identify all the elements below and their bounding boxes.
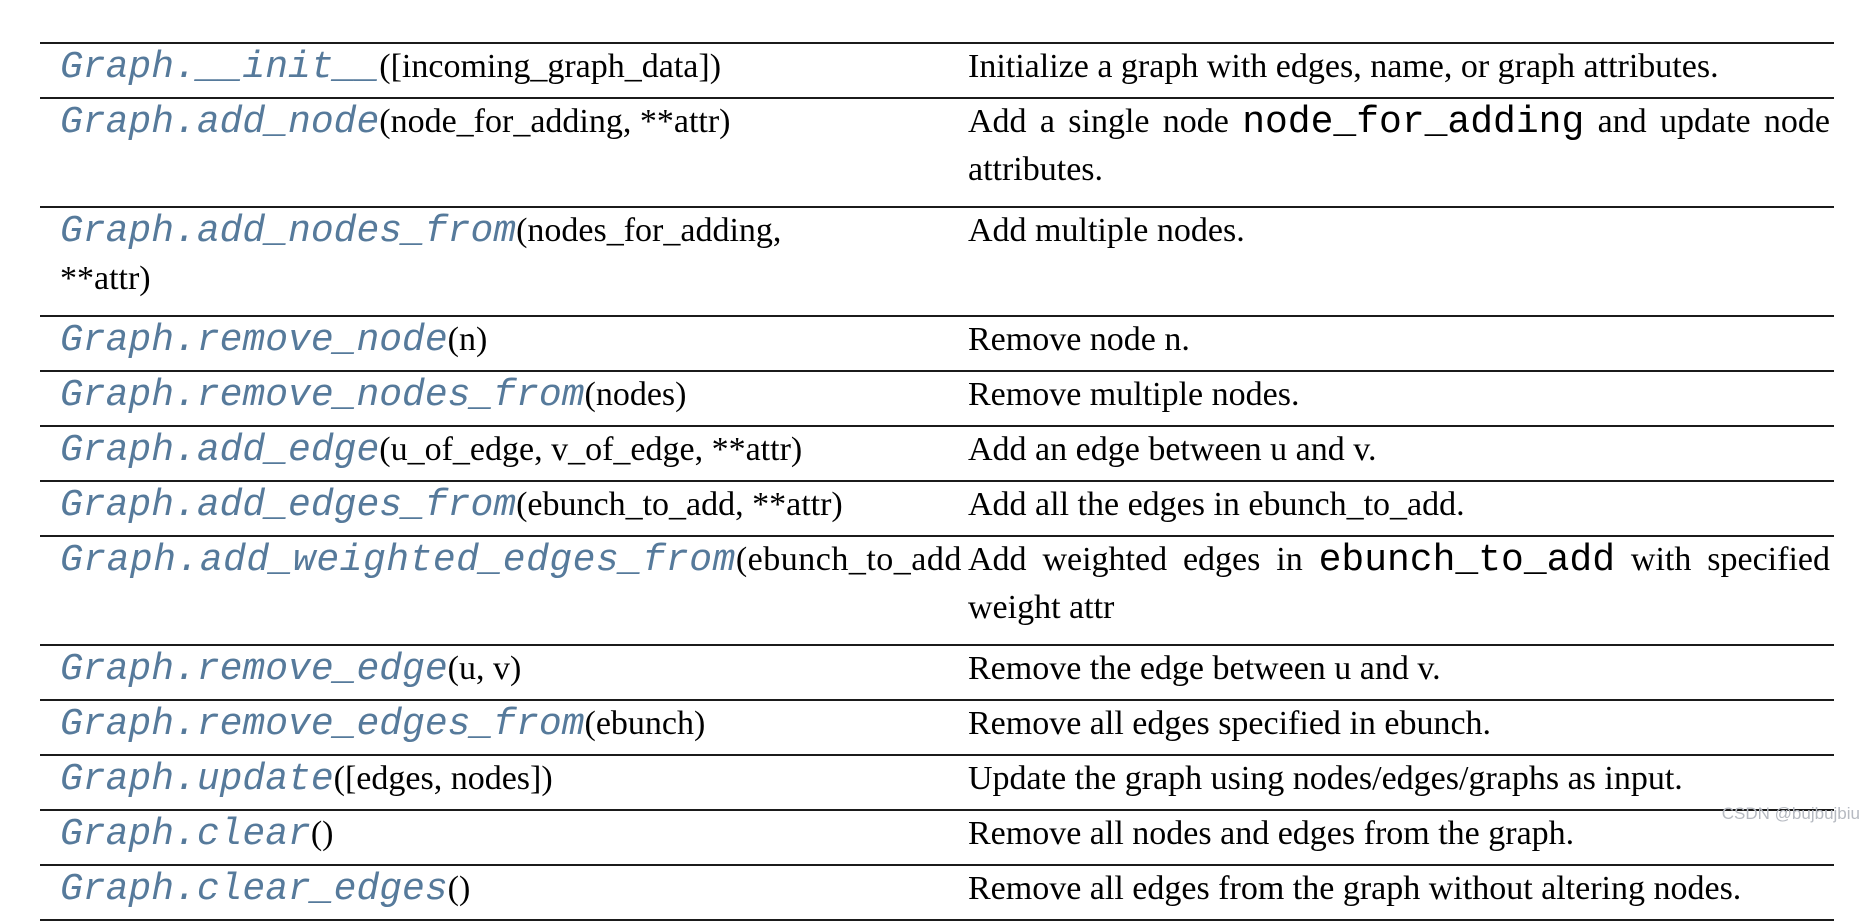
method-link[interactable]: Graph.add_node (60, 101, 380, 144)
description-text: Add a single node (968, 103, 1243, 140)
method-description-cell: Add multiple nodes. (935, 207, 1834, 316)
method-link[interactable]: Graph.add_nodes_from (60, 210, 517, 253)
method-description-cell: Add all the edges in ebunch_to_add. (935, 481, 1834, 536)
description-text: Add all the edges in ebunch_to_add. (968, 486, 1465, 523)
table-row: Graph.add_node(node_for_adding, **attr) … (40, 98, 1834, 207)
method-args: (n) (447, 321, 488, 358)
graph-methods-table-body: Graph.__init__([incoming_graph_data]) In… (40, 43, 1834, 920)
method-args: (ebunch) (584, 705, 706, 742)
table-row: Graph.add_edges_from(ebunch_to_add, **at… (40, 481, 1834, 536)
method-link[interactable]: Graph.add_edges_from (60, 484, 517, 527)
method-description-cell: Remove multiple nodes. (935, 371, 1834, 426)
table-row: Graph.add_nodes_from(nodes_for_adding, **… (40, 207, 1834, 316)
description-text: Add multiple nodes. (968, 212, 1245, 249)
method-args: (ebunch_to_add (735, 541, 962, 578)
method-link[interactable]: Graph.__init__ (60, 46, 380, 89)
method-link[interactable]: Graph.update (60, 758, 334, 801)
method-link[interactable]: Graph.add_weighted_edges_from (60, 539, 736, 582)
description-code: node_for_adding (1242, 101, 1585, 144)
table-row: Graph.update([edges, nodes]) Update the … (40, 755, 1834, 810)
method-link[interactable]: Graph.remove_nodes_from (60, 374, 585, 417)
method-description-cell: Add an edge between u and v. (935, 426, 1834, 481)
table-row: Graph.remove_edges_from(ebunch) Remove a… (40, 700, 1834, 755)
method-description-cell: Remove all edges specified in ebunch. (935, 700, 1834, 755)
table-row: Graph.remove_edge(u, v) Remove the edge … (40, 645, 1834, 700)
method-signature-cell: Graph.clear_edges() (40, 865, 935, 920)
method-description-cell: Add a single node node_for_adding and up… (935, 98, 1834, 207)
table-row: Graph.remove_nodes_from(nodes) Remove mu… (40, 371, 1834, 426)
description-text: Add an edge between u and v. (968, 431, 1377, 468)
method-args: () (447, 870, 471, 907)
table-row: Graph.clear() Remove all nodes and edges… (40, 810, 1834, 865)
method-signature-cell: Graph.add_nodes_from(nodes_for_adding, **… (40, 207, 935, 316)
method-args: (u, v) (447, 650, 522, 687)
method-description-cell: Remove the edge between u and v. (935, 645, 1834, 700)
method-args: () (310, 815, 334, 852)
method-args: (node_for_adding, **attr) (379, 103, 731, 140)
method-signature-cell: Graph.remove_nodes_from(nodes) (40, 371, 935, 426)
table-row: Graph.add_edge(u_of_edge, v_of_edge, **a… (40, 426, 1834, 481)
method-args: (nodes) (584, 376, 687, 413)
description-text: Remove the edge between u and v. (968, 650, 1441, 687)
method-link[interactable]: Graph.add_edge (60, 429, 380, 472)
method-args: (u_of_edge, v_of_edge, **attr) (379, 431, 803, 468)
method-args: (ebunch_to_add, **attr) (516, 486, 843, 523)
method-args: ([edges, nodes]) (333, 760, 553, 797)
method-signature-cell: Graph.__init__([incoming_graph_data]) (40, 43, 935, 98)
method-signature-cell: Graph.remove_node(n) (40, 316, 935, 371)
method-signature-cell: Graph.add_weighted_edges_from(ebunch_to_… (40, 536, 961, 645)
description-text: Remove multiple nodes. (968, 376, 1300, 413)
method-link[interactable]: Graph.remove_edge (60, 648, 448, 691)
method-args-wrapped: **attr) (60, 260, 151, 297)
method-description-cell: Initialize a graph with edges, name, or … (935, 43, 1834, 98)
method-description-cell: Update the graph using nodes/edges/graph… (935, 755, 1834, 810)
method-description-cell: Remove all edges from the graph without … (935, 865, 1834, 920)
method-link[interactable]: Graph.remove_edges_from (60, 703, 585, 746)
method-args: (nodes_for_adding, (516, 212, 782, 249)
method-description-cell: Remove all nodes and edges from the grap… (935, 810, 1834, 865)
method-signature-cell: Graph.remove_edge(u, v) (40, 645, 935, 700)
method-signature-cell: Graph.add_node(node_for_adding, **attr) (40, 98, 935, 207)
description-text: Remove node n. (968, 321, 1190, 358)
method-description-cell: Add weighted edges in ebunch_to_add with… (935, 536, 1834, 645)
table-row: Graph.clear_edges() Remove all edges fro… (40, 865, 1834, 920)
method-link[interactable]: Graph.clear (60, 813, 311, 856)
csdn-watermark: CSDN @bujbujbiu (1721, 804, 1860, 823)
method-signature-cell: Graph.clear() (40, 810, 935, 865)
method-signature-cell: Graph.add_edges_from(ebunch_to_add, **at… (40, 481, 935, 536)
method-description-cell: Remove node n. (935, 316, 1834, 371)
table-row: Graph.add_weighted_edges_from(ebunch_to_… (40, 536, 1834, 645)
description-text: with specified weight attr (968, 541, 1830, 626)
description-text: and update node attributes. (968, 103, 1831, 188)
description-text: Update the graph using nodes/edges/graph… (968, 760, 1683, 797)
method-link[interactable]: Graph.clear_edges (60, 868, 448, 911)
table-row: Graph.__init__([incoming_graph_data]) In… (40, 43, 1834, 98)
method-signature-cell: Graph.remove_edges_from(ebunch) (40, 700, 935, 755)
method-signature-cell: Graph.add_edge(u_of_edge, v_of_edge, **a… (40, 426, 935, 481)
description-text: Add weighted edges in (968, 541, 1319, 578)
method-args: ([incoming_graph_data]) (379, 48, 722, 85)
description-code: ebunch_to_add (1318, 539, 1616, 582)
graph-methods-table: Graph.__init__([incoming_graph_data]) In… (40, 42, 1834, 921)
description-text: Initialize a graph with edges, name, or … (968, 48, 1719, 85)
description-text: Remove all edges specified in ebunch. (968, 705, 1492, 742)
description-text: Remove all nodes and edges from the grap… (968, 815, 1575, 852)
method-signature-cell: Graph.update([edges, nodes]) (40, 755, 935, 810)
method-link[interactable]: Graph.remove_node (60, 319, 448, 362)
description-text: Remove all edges from the graph without … (968, 870, 1742, 907)
table-row: Graph.remove_node(n) Remove node n. (40, 316, 1834, 371)
